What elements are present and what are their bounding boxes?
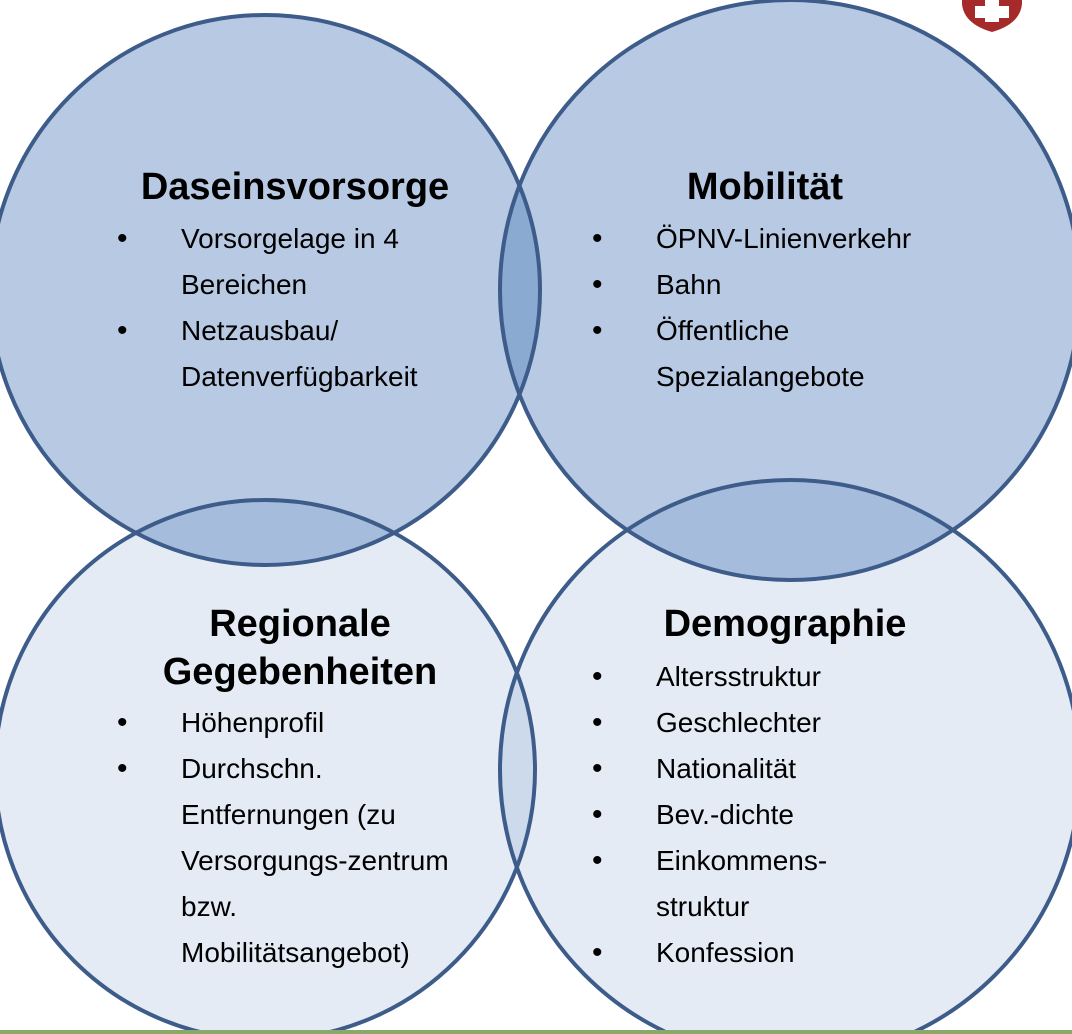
list-item: Bev.-dichte: [592, 792, 892, 838]
list-item: Bahn: [592, 262, 992, 308]
title-mobilitaet: Mobilität: [686, 166, 844, 208]
list-mobilitaet: ÖPNV-Linienverkehr Bahn Öffentliche Spez…: [592, 216, 992, 400]
list-daseinsvorsorge: Vorsorgelage in 4 Bereichen Netzausbau/ …: [117, 216, 517, 400]
list-item: Höhenprofil: [117, 700, 497, 746]
list-item: Durchschn. Entfernungen (zu Versorgungs-…: [117, 746, 471, 976]
list-item: Einkommens-struktur: [592, 838, 886, 930]
list-item: Netzausbau/ Datenverfügbarkeit: [117, 308, 501, 400]
list-item: Konfession: [592, 930, 892, 976]
list-item: Öffentliche Spezialangebote: [592, 308, 926, 400]
list-item: Vorsorgelage in 4 Bereichen: [117, 216, 421, 308]
outline-mobilitaet: [498, 0, 1072, 582]
list-item: Nationalität: [592, 746, 892, 792]
list-item: Geschlechter: [592, 700, 892, 746]
list-item: ÖPNV-Linienverkehr: [592, 216, 992, 262]
list-item: Altersstruktur: [592, 654, 892, 700]
outline-demographie: [498, 478, 1072, 1034]
outline-regionale: [0, 498, 537, 1034]
outline-daseinsvorsorge: [0, 13, 542, 567]
bottom-divider: [0, 1030, 1072, 1034]
list-demographie: Altersstruktur Geschlechter Nationalität…: [592, 654, 892, 976]
title-regionale: Regionale Gegebenheiten: [162, 603, 438, 693]
title-daseinsvorsorge: Daseinsvorsorge: [140, 166, 450, 208]
list-regionale: Höhenprofil Durchschn. Entfernungen (zu …: [117, 700, 497, 976]
title-demographie: Demographie: [663, 603, 907, 645]
swiss-cross-shield-icon: [962, 0, 1022, 32]
